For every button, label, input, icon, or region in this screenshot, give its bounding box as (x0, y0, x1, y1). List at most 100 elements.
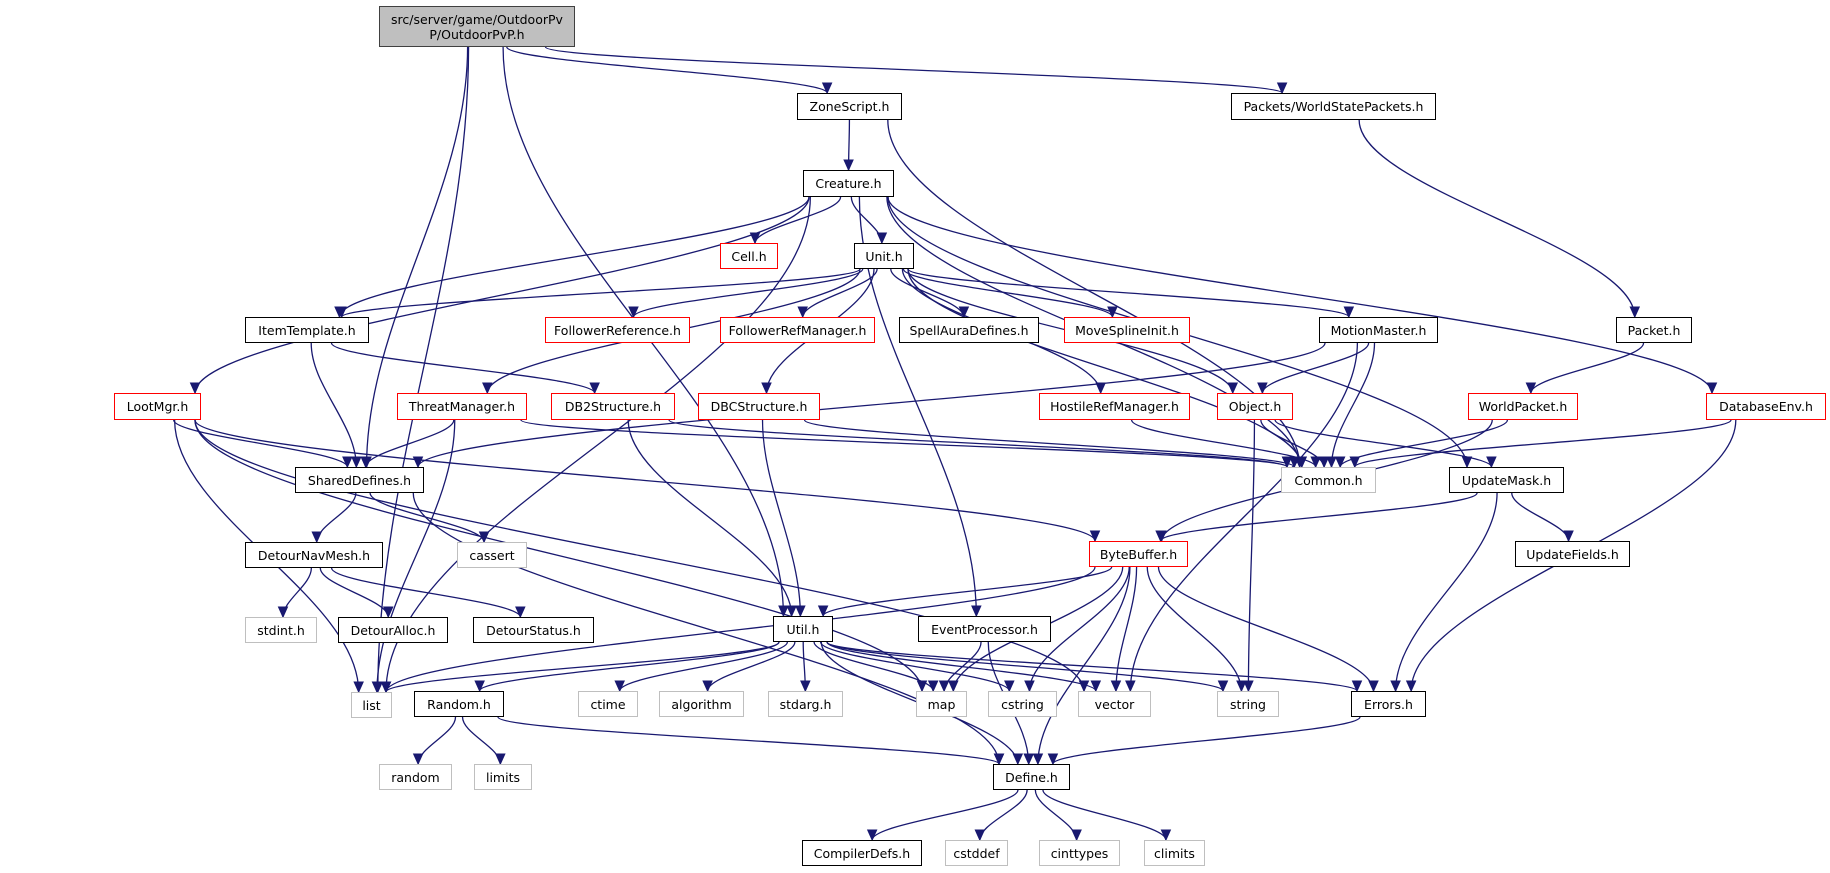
node-bytebuffer[interactable]: ByteBuffer.h (1089, 541, 1188, 567)
node-list[interactable]: list (351, 692, 392, 718)
node-label: ItemTemplate.h (258, 322, 356, 338)
node-ctime[interactable]: ctime (578, 691, 638, 717)
arrowhead-icon (189, 382, 201, 395)
edge-bytebuffer-to-util (822, 566, 1113, 617)
arrowhead-icon (1243, 680, 1254, 693)
node-object[interactable]: Object.h (1217, 393, 1293, 420)
node-shareddefines[interactable]: SharedDefines.h (295, 467, 424, 493)
edge-define-to-compilerdefs (871, 789, 1019, 841)
node-dbcstructure[interactable]: DBCStructure.h (698, 393, 820, 420)
node-label: Object.h (1228, 399, 1282, 414)
node-label: cassert (469, 547, 515, 563)
arrowhead-icon (1351, 680, 1363, 693)
node-unit[interactable]: Unit.h (854, 243, 914, 269)
arrowhead-icon (974, 829, 986, 842)
edge-dbcstructure-to-util (761, 419, 802, 617)
node-label: random (391, 769, 440, 785)
node-detouralloc[interactable]: DetourAlloc.h (338, 617, 448, 643)
arrowhead-icon (478, 531, 490, 544)
node-db2structure[interactable]: DB2Structure.h (551, 393, 675, 420)
node-worldpacket[interactable]: WorldPacket.h (1468, 393, 1578, 420)
node-label-line: src/server/game/OutdoorPv (391, 11, 563, 27)
node-motionmaster[interactable]: MotionMaster.h (1319, 317, 1438, 343)
node-updatemask[interactable]: UpdateMask.h (1449, 467, 1564, 493)
arrowhead-icon (1368, 680, 1379, 693)
node-string[interactable]: string (1217, 691, 1279, 717)
node-label: UpdateMask.h (1461, 472, 1552, 488)
node-cstddef[interactable]: cstddef (945, 840, 1008, 866)
edge-root-to-worldstatepackets (544, 46, 1283, 94)
node-cinttypes[interactable]: cinttypes (1039, 840, 1120, 866)
node-label: map (927, 696, 956, 712)
node-hostilerefmanager[interactable]: HostileRefManager.h (1039, 393, 1190, 420)
node-stdarg[interactable]: stdarg.h (768, 691, 843, 717)
node-label: MoveSplineInit.h (1075, 322, 1179, 338)
node-define[interactable]: Define.h (993, 764, 1070, 790)
node-worldstatepackets[interactable]: Packets/WorldStatePackets.h (1231, 93, 1436, 120)
edge-unit-to-followerreference (632, 268, 864, 318)
node-zonescript[interactable]: ZoneScript.h (797, 93, 902, 120)
node-climits[interactable]: climits (1144, 840, 1205, 866)
node-lootmgr[interactable]: LootMgr.h (114, 393, 201, 420)
node-label: SpellAuraDefines.h (909, 322, 1029, 338)
node-limits[interactable]: limits (474, 764, 532, 790)
node-stdint[interactable]: stdint.h (245, 617, 317, 643)
node-util[interactable]: Util.h (773, 616, 833, 642)
node-random_h[interactable]: Random.h (414, 691, 504, 717)
node-threatmanager[interactable]: ThreatManager.h (397, 393, 527, 420)
node-detourstatus[interactable]: DetourStatus.h (473, 617, 594, 643)
node-eventprocessor[interactable]: EventProcessor.h (918, 616, 1051, 642)
node-errors[interactable]: Errors.h (1351, 691, 1426, 717)
node-map[interactable]: map (916, 691, 967, 717)
arrowhead-icon (380, 681, 392, 694)
node-cassert[interactable]: cassert (457, 542, 527, 568)
node-label: Packets/WorldStatePackets.h (1243, 99, 1424, 114)
arrowhead-icon (628, 306, 639, 319)
node-vector[interactable]: vector (1078, 691, 1151, 717)
edge-threatmanager-to-shareddefines (365, 419, 455, 468)
arrowhead-icon (1276, 82, 1288, 95)
arrowhead-icon (1012, 753, 1024, 766)
node-compilerdefs[interactable]: CompilerDefs.h (802, 840, 922, 866)
arrowhead-icon (515, 606, 526, 619)
arrowhead-icon (1236, 680, 1247, 693)
arrowhead-icon (702, 680, 713, 693)
node-label: DB2Structure.h (564, 399, 662, 414)
node-itemtemplate[interactable]: ItemTemplate.h (245, 317, 369, 343)
node-packet[interactable]: Packet.h (1616, 317, 1692, 343)
edge-util-to-string (826, 641, 1224, 692)
arrowhead-icon (1217, 680, 1229, 693)
node-label: Util.h (786, 621, 820, 637)
node-label: CompilerDefs.h (813, 845, 911, 861)
node-followerreference[interactable]: FollowerReference.h (545, 317, 690, 343)
node-label: list (362, 697, 381, 713)
edge-worldstatepackets-to-packet (1358, 119, 1636, 318)
arrowhead-icon (1257, 382, 1268, 395)
arrowhead-icon (958, 306, 970, 319)
node-label-line: P/OutdoorPvP.h (429, 26, 525, 42)
edge-lootmgr-to-vector (194, 419, 1085, 692)
edge-updatemask-to-updatefields (1511, 492, 1570, 542)
node-cell[interactable]: Cell.h (720, 243, 778, 269)
node-followerrefmanager[interactable]: FollowerRefManager.h (720, 317, 875, 343)
arrowhead-icon (353, 681, 364, 694)
node-label: algorithm (671, 696, 732, 712)
node-cstring[interactable]: cstring (988, 691, 1057, 717)
node-creature[interactable]: Creature.h (803, 170, 894, 197)
node-databaseenv[interactable]: DatabaseEnv.h (1706, 393, 1826, 420)
node-common[interactable]: Common.h (1281, 467, 1376, 493)
edge-lootmgr-to-bytebuffer (194, 419, 1096, 542)
arrowhead-icon (1110, 680, 1122, 693)
node-algorithm[interactable]: algorithm (659, 691, 744, 717)
node-movesplineinit[interactable]: MoveSplineInit.h (1064, 317, 1190, 343)
node-spellauradefines[interactable]: SpellAuraDefines.h (899, 317, 1039, 343)
node-random[interactable]: random (379, 764, 452, 790)
node-label: climits (1154, 845, 1195, 861)
node-detournavmesh[interactable]: DetourNavMesh.h (245, 542, 383, 568)
arrowhead-icon (843, 159, 854, 172)
edge-motionmaster-to-shareddefines (417, 342, 1326, 468)
node-label: ByteBuffer.h (1099, 546, 1178, 562)
node-updatefields[interactable]: UpdateFields.h (1515, 541, 1630, 567)
